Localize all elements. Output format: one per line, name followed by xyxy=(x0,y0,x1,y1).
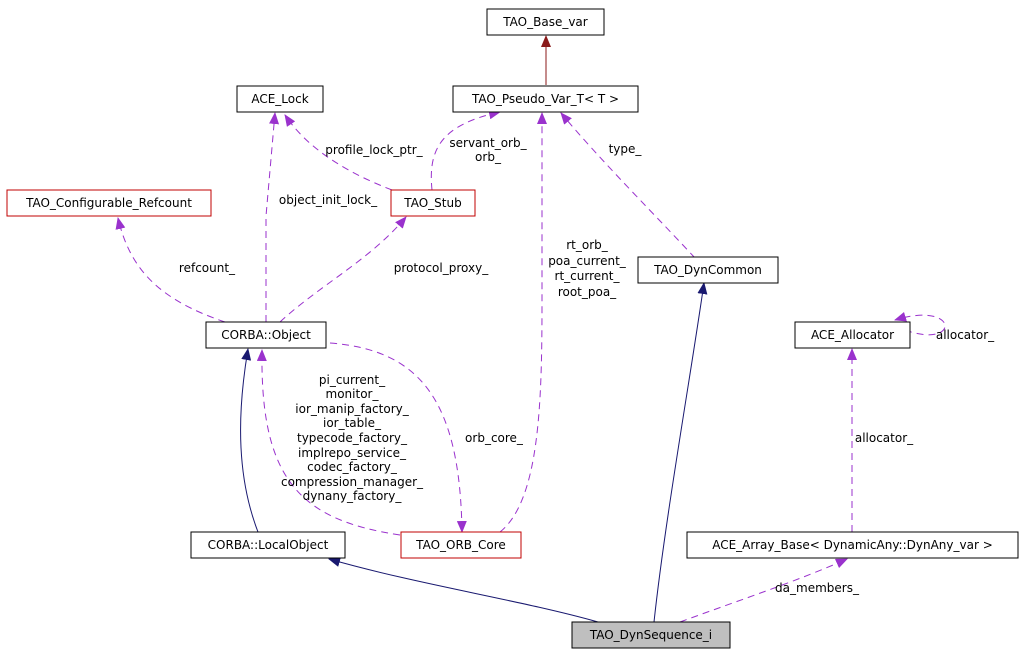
member-pi-current: pi_current_ xyxy=(319,373,386,387)
node-base-var[interactable]: TAO_Base_var xyxy=(486,8,605,36)
edge-dynseq-to-array-base xyxy=(679,558,848,623)
edge-label-allocator: allocator_ xyxy=(855,431,914,445)
node-allocator-label: ACE_Allocator xyxy=(811,328,894,342)
edge-label-da-members: da_members_ xyxy=(775,581,860,595)
node-ace-lock[interactable]: ACE_Lock xyxy=(236,85,324,113)
node-pseudo-var[interactable]: TAO_Pseudo_Var_T< T > xyxy=(452,85,639,113)
member-ior-manip-factory: ior_manip_factory_ xyxy=(295,402,409,416)
edge-label-orb-core-members: pi_current_ monitor_ ior_manip_factory_ … xyxy=(281,373,424,503)
node-base-var-label: TAO_Base_var xyxy=(502,15,588,29)
edge-label-rt-orb: rt_orb_ xyxy=(566,238,609,252)
edge-label-orb-core: orb_core_ xyxy=(465,431,524,445)
node-orb-core[interactable]: TAO_ORB_Core xyxy=(400,531,522,559)
node-configurable-refcount-label: TAO_Configurable_Refcount xyxy=(25,196,192,210)
node-local-object-label: CORBA::LocalObject xyxy=(208,538,329,552)
node-orb-core-label: TAO_ORB_Core xyxy=(415,538,506,552)
member-compression-manager: compression_manager_ xyxy=(281,475,424,489)
edge-label-poa-current: poa_current_ xyxy=(548,254,627,268)
node-pseudo-var-label: TAO_Pseudo_Var_T< T > xyxy=(471,92,619,106)
edge-label-orb: orb_ xyxy=(475,150,502,164)
node-dyncommon[interactable]: TAO_DynCommon xyxy=(637,256,779,284)
node-configurable-refcount[interactable]: TAO_Configurable_Refcount xyxy=(6,189,212,217)
edge-label-type: type_ xyxy=(609,142,643,156)
node-corba-object-label: CORBA::Object xyxy=(221,328,311,342)
member-monitor: monitor_ xyxy=(326,387,380,401)
node-dynsequence-label: TAO_DynSequence_i xyxy=(589,628,712,642)
node-local-object[interactable]: CORBA::LocalObject xyxy=(190,531,346,559)
edge-label-refcount: refcount_ xyxy=(179,261,236,275)
member-codec-factory: codec_factory_ xyxy=(307,460,398,474)
edge-stub-to-ace-lock xyxy=(284,114,393,191)
node-dynsequence[interactable]: TAO_DynSequence_i xyxy=(571,621,731,649)
edge-label-servant-orb: servant_orb_ xyxy=(449,136,527,150)
edge-label-object-init-lock: object_init_lock_ xyxy=(279,193,378,207)
node-array-base-label: ACE_Array_Base< DynamicAny::DynAny_var > xyxy=(712,538,993,552)
edge-label-rt-current: rt_current_ xyxy=(555,269,621,283)
node-stub[interactable]: TAO_Stub xyxy=(390,189,476,217)
node-ace-lock-label: ACE_Lock xyxy=(251,92,308,106)
edge-dynseq-to-dyncommon xyxy=(653,282,708,623)
edge-label-profile-lock-ptr: profile_lock_ptr_ xyxy=(325,143,423,157)
edge-orb-core-to-corba-object xyxy=(256,349,401,536)
edge-corba-object-to-orb-core xyxy=(329,342,467,533)
edge-corba-object-to-refcount xyxy=(115,217,226,323)
node-dyncommon-label: TAO_DynCommon xyxy=(653,263,762,277)
edge-orb-core-to-pseudo-var xyxy=(499,112,547,533)
edge-label-protocol-proxy: protocol_proxy_ xyxy=(394,261,489,275)
member-dynany-factory: dynany_factory_ xyxy=(303,489,403,503)
node-stub-label: TAO_Stub xyxy=(403,196,461,210)
node-array-base[interactable]: ACE_Array_Base< DynamicAny::DynAny_var > xyxy=(686,531,1019,559)
node-allocator[interactable]: ACE_Allocator xyxy=(794,321,911,349)
edge-corba-object-to-ace-lock xyxy=(265,112,280,322)
edge-allocator-self xyxy=(894,311,946,336)
edge-label-root-poa: root_poa_ xyxy=(558,285,617,299)
member-ior-table: ior_table_ xyxy=(323,416,382,430)
edge-local-object-to-corba-object xyxy=(240,348,259,533)
edge-stub-to-pseudo-var xyxy=(430,109,501,191)
node-corba-object[interactable]: CORBA::Object xyxy=(205,321,327,349)
member-typecode-factory: typecode_factory_ xyxy=(297,431,408,445)
edge-corba-object-to-stub xyxy=(279,216,407,323)
member-implrepo-service: implrepo_service_ xyxy=(298,446,407,460)
edge-label-allocator-self: allocator_ xyxy=(936,328,995,342)
edge-dynseq-to-local-object xyxy=(328,557,599,623)
edge-dyncommon-to-pseudo-var xyxy=(560,112,696,259)
